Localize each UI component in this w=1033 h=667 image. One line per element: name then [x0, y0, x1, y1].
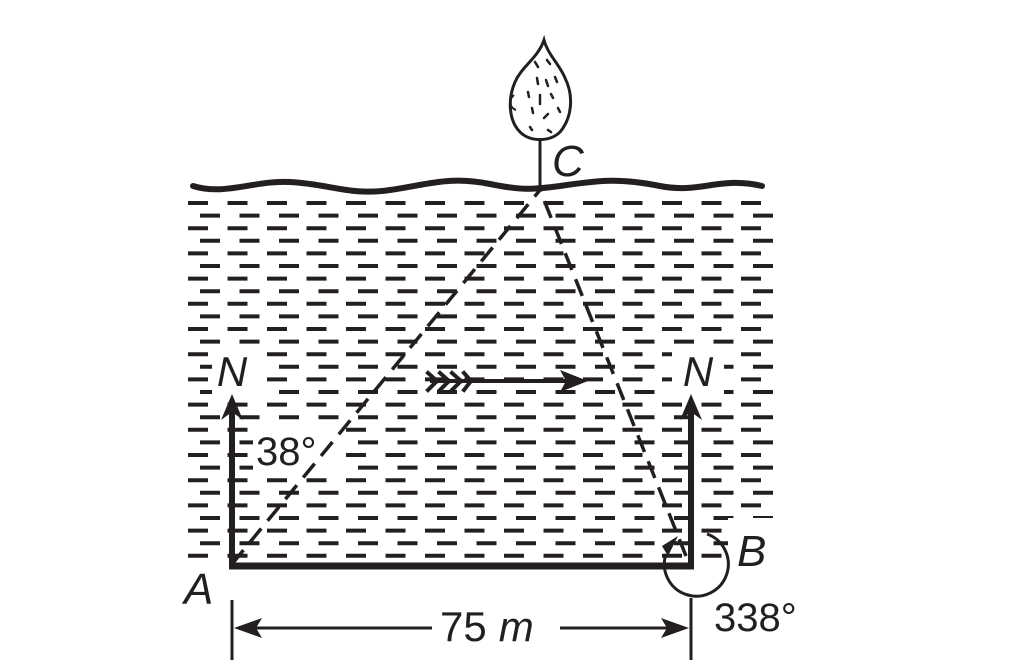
line-a-to-c [230, 188, 542, 566]
angle-label-a: 38° [256, 430, 317, 474]
north-label-a: N [217, 348, 248, 395]
angle-label-b: 338° [714, 596, 797, 640]
point-label-a: A [181, 565, 213, 614]
distance-unit: m [499, 603, 534, 650]
riverbank-line [190, 177, 765, 195]
angle-label-bg-a [253, 420, 341, 472]
north-label-b: N [683, 348, 714, 395]
line-b-to-c [538, 189, 688, 557]
b-label-bg [728, 518, 788, 572]
n-label-bg-b [672, 350, 724, 394]
dimension-line [230, 600, 689, 660]
point-label-c: C [552, 137, 585, 186]
current-direction-arrow [425, 370, 588, 393]
water-hatching [188, 201, 773, 558]
distance-value: 75 [440, 603, 487, 650]
n-label-bg-a [212, 350, 262, 394]
north-arrow-a [221, 394, 243, 569]
point-label-b: B [737, 527, 766, 576]
tree-icon [508, 34, 573, 188]
north-arrow-b [680, 394, 702, 569]
distance-label: 75 m [440, 603, 534, 650]
bearing-arc-b [662, 532, 730, 660]
